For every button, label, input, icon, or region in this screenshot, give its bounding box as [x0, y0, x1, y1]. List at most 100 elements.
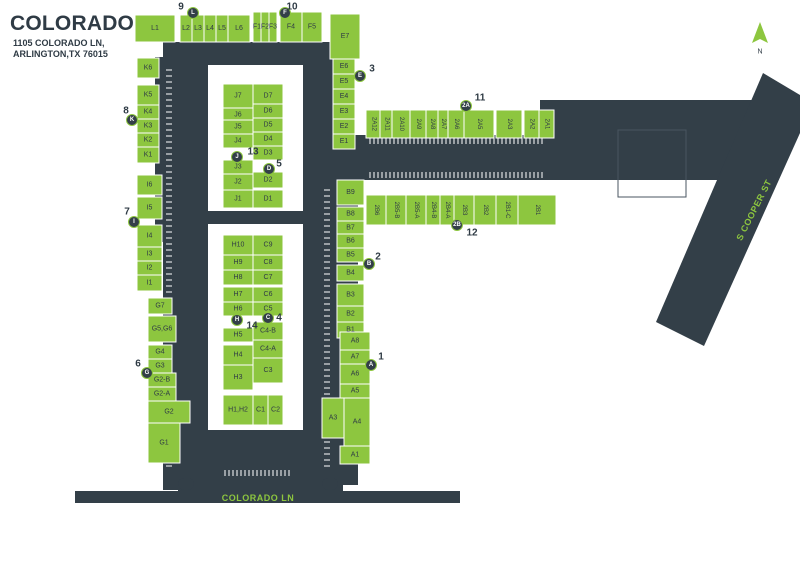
building-2b4-b[interactable]: 2B4-B — [425, 194, 441, 226]
building-l1[interactable]: L1 — [134, 14, 176, 43]
building-e5[interactable]: E5 — [332, 73, 356, 90]
building-k5[interactable]: K5 — [136, 84, 160, 106]
building-d1[interactable]: D1 — [252, 189, 284, 209]
building-f3[interactable]: F3 — [268, 11, 278, 43]
building-g5-g6[interactable]: G5,G6 — [147, 315, 177, 343]
building-d4[interactable]: D4 — [252, 131, 284, 147]
building-2b6[interactable]: 2B6 — [365, 194, 387, 226]
building-2b3[interactable]: 2B3 — [453, 194, 475, 226]
building-2a6[interactable]: 2A6 — [447, 109, 465, 139]
building-h9[interactable]: H9 — [222, 254, 254, 271]
building-h10[interactable]: H10 — [222, 234, 254, 256]
building-h7[interactable]: H7 — [222, 286, 254, 303]
building-a4[interactable]: A4 — [343, 397, 371, 447]
building-h4[interactable]: H4 — [222, 344, 254, 366]
marker-b[interactable]: B2 — [363, 252, 382, 270]
building-b6[interactable]: B6 — [336, 233, 365, 249]
building-2a9[interactable]: 2A9 — [409, 109, 427, 139]
building-e7[interactable]: E7 — [329, 13, 361, 60]
building-2b5-b[interactable]: 2B5-B — [385, 194, 407, 226]
building-j1[interactable]: J1 — [222, 189, 254, 209]
building-k3[interactable]: K3 — [136, 118, 160, 134]
building-i2[interactable]: I2 — [136, 260, 163, 276]
building-2a10[interactable]: 2A10 — [391, 109, 411, 139]
building-c3[interactable]: C3 — [252, 357, 284, 384]
building-c9[interactable]: C9 — [252, 234, 284, 256]
building-i4[interactable]: I4 — [136, 224, 163, 248]
building-b2[interactable]: B2 — [336, 305, 365, 323]
building-b5[interactable]: B5 — [336, 247, 365, 263]
building-2a2[interactable]: 2A2 — [523, 109, 540, 139]
building-2a8[interactable]: 2A8 — [425, 109, 439, 139]
building-b8[interactable]: B8 — [336, 206, 365, 222]
building-i6[interactable]: I6 — [136, 174, 163, 196]
building-a7[interactable]: A7 — [339, 349, 371, 365]
building-2b1[interactable]: 2B1 — [517, 194, 557, 226]
building-k2[interactable]: K2 — [136, 132, 160, 148]
building-a8[interactable]: A8 — [339, 331, 371, 351]
building-b7[interactable]: B7 — [336, 220, 365, 236]
marker-l[interactable]: L9 — [178, 2, 199, 19]
building-2b2[interactable]: 2B2 — [473, 194, 497, 226]
building-c2[interactable]: C2 — [267, 394, 284, 426]
building-g2-a[interactable]: G2-A — [147, 386, 177, 402]
building-j2[interactable]: J2 — [222, 173, 254, 191]
building-a3[interactable]: A3 — [321, 397, 345, 439]
building-l4[interactable]: L4 — [203, 14, 217, 43]
building-h8[interactable]: H8 — [222, 269, 254, 286]
building-2a1[interactable]: 2A1 — [538, 109, 555, 139]
building-e6[interactable]: E6 — [332, 58, 356, 75]
marker-h[interactable]: H14 — [231, 314, 258, 332]
building-d6[interactable]: D6 — [252, 103, 284, 119]
building-j5[interactable]: J5 — [222, 119, 254, 135]
building-2b4-a[interactable]: 2B4-A — [439, 194, 455, 226]
building-l5[interactable]: L5 — [215, 14, 229, 43]
marker-i[interactable]: I7 — [124, 207, 140, 228]
building-h6[interactable]: H6 — [222, 301, 254, 317]
building-2a11[interactable]: 2A11 — [379, 109, 394, 139]
building-g2[interactable]: G2 — [147, 400, 191, 424]
building-2a5[interactable]: 2A5 — [463, 109, 495, 139]
building-k4[interactable]: K4 — [136, 104, 160, 120]
building-b3[interactable]: B3 — [336, 283, 365, 307]
building-b4[interactable]: B4 — [336, 264, 365, 282]
building-b9[interactable]: B9 — [336, 179, 365, 206]
building-f5[interactable]: F5 — [301, 11, 323, 43]
building-l6[interactable]: L6 — [227, 14, 251, 43]
building-c8[interactable]: C8 — [252, 254, 284, 271]
building-l2[interactable]: L2 — [179, 14, 193, 43]
marker-a[interactable]: A1 — [365, 352, 385, 371]
building-2b5-a[interactable]: 2B5-A — [405, 194, 427, 226]
marker-f[interactable]: F10 — [279, 2, 298, 19]
building-e2[interactable]: E2 — [332, 118, 356, 135]
building-2b1-c[interactable]: 2B1-C — [495, 194, 519, 226]
building-a1[interactable]: A1 — [339, 445, 371, 465]
building-g4[interactable]: G4 — [147, 344, 173, 360]
building-c7[interactable]: C7 — [252, 269, 284, 286]
building-g1[interactable]: G1 — [147, 422, 181, 464]
marker-k[interactable]: K8 — [123, 106, 138, 126]
building-c1[interactable]: C1 — [252, 394, 269, 426]
building-k1[interactable]: K1 — [136, 146, 160, 164]
marker-2a[interactable]: 2A11 — [460, 93, 486, 112]
marker-g[interactable]: G6 — [135, 359, 153, 379]
building-c4-a[interactable]: C4-A — [252, 339, 284, 359]
building-2a3[interactable]: 2A3 — [495, 109, 523, 139]
building-k6[interactable]: K6 — [136, 57, 160, 79]
building-g7[interactable]: G7 — [147, 297, 173, 315]
building-2a7[interactable]: 2A7 — [437, 109, 449, 139]
building-d3[interactable]: D3 — [252, 145, 284, 161]
building-a5[interactable]: A5 — [339, 383, 371, 399]
building-e3[interactable]: E3 — [332, 103, 356, 120]
building-j7[interactable]: J7 — [222, 83, 254, 109]
building-e1[interactable]: E1 — [332, 133, 356, 150]
building-d5[interactable]: D5 — [252, 117, 284, 133]
building-i1[interactable]: I1 — [136, 274, 163, 292]
building-h3[interactable]: H3 — [222, 364, 254, 391]
building-h1-h2[interactable]: H1,H2 — [222, 394, 254, 426]
building-e4[interactable]: E4 — [332, 88, 356, 105]
